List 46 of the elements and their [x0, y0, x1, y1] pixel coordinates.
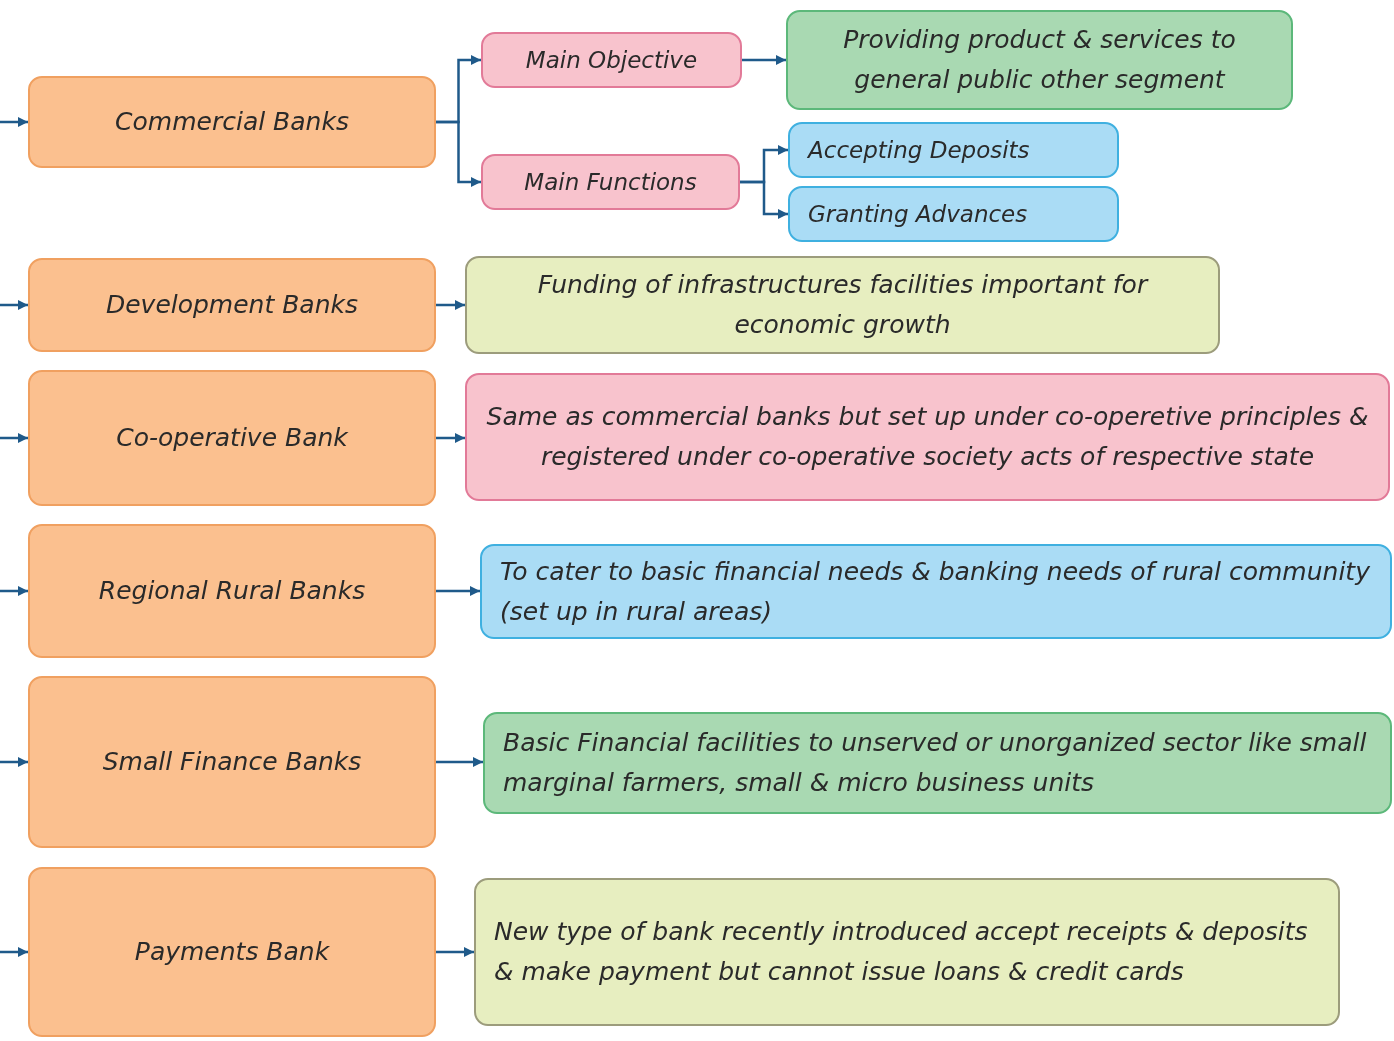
- node-text: New type of bank recently introduced accept receipts & deposits & make payment but cannot issue loans & credit cards: [494, 916, 1309, 988]
- arrow: [436, 586, 480, 596]
- process-box: [788, 186, 1119, 242]
- arrow: [0, 433, 28, 443]
- node-text: Accepting Deposits: [808, 135, 1030, 165]
- arrow: [0, 757, 28, 767]
- arrow: [0, 947, 28, 957]
- process-box: [480, 544, 1392, 639]
- arrow: [436, 433, 465, 443]
- arrow: [742, 55, 786, 65]
- process-box: [483, 712, 1392, 814]
- process-box: [28, 370, 436, 506]
- arrow: [0, 586, 28, 596]
- node-text: Small Finance Banks: [102, 746, 362, 778]
- process-box: [474, 878, 1340, 1026]
- arrow: [436, 757, 483, 767]
- node-text: Development Banks: [105, 289, 359, 321]
- node-text: Main Functions: [524, 167, 697, 197]
- process-box: [465, 373, 1390, 501]
- node-text: Commercial Banks: [115, 106, 349, 138]
- arrow: [436, 120, 481, 187]
- process-box: [481, 32, 742, 88]
- node-text: Co-operative Bank: [116, 422, 348, 454]
- node-text: Funding of infrastructures facilities important for economic growth: [536, 269, 1150, 341]
- node-text: Regional Rural Banks: [98, 575, 366, 607]
- arrow: [436, 300, 465, 310]
- arrow: [0, 300, 28, 310]
- process-box: [786, 10, 1293, 110]
- process-box: [465, 256, 1220, 354]
- node-text: Same as commercial banks but set up under co-operetive principles & registered under co-operative society acts of respective state: [485, 401, 1370, 473]
- process-box: [481, 154, 740, 210]
- process-box: [28, 676, 436, 848]
- process-box: [28, 76, 436, 168]
- node-text: To cater to basic financial needs & banking needs of rural community (set up in rural areas): [500, 555, 1371, 628]
- node-text: Granting Advances: [808, 199, 1028, 229]
- arrow: [740, 180, 788, 219]
- process-box: [788, 122, 1119, 178]
- process-box: [28, 524, 436, 658]
- process-box: [28, 258, 436, 352]
- node-text: Providing product & services to general public other segment: [842, 24, 1237, 96]
- arrow: [0, 117, 28, 127]
- process-box: [28, 867, 436, 1037]
- arrow: [436, 947, 474, 957]
- node-text: Basic Financial facilities to unserved or unorganized sector like small marginal farmers, small & micro business units: [503, 727, 1368, 799]
- node-text: Payments Bank: [134, 936, 330, 968]
- node-text: Main Objective: [525, 45, 698, 75]
